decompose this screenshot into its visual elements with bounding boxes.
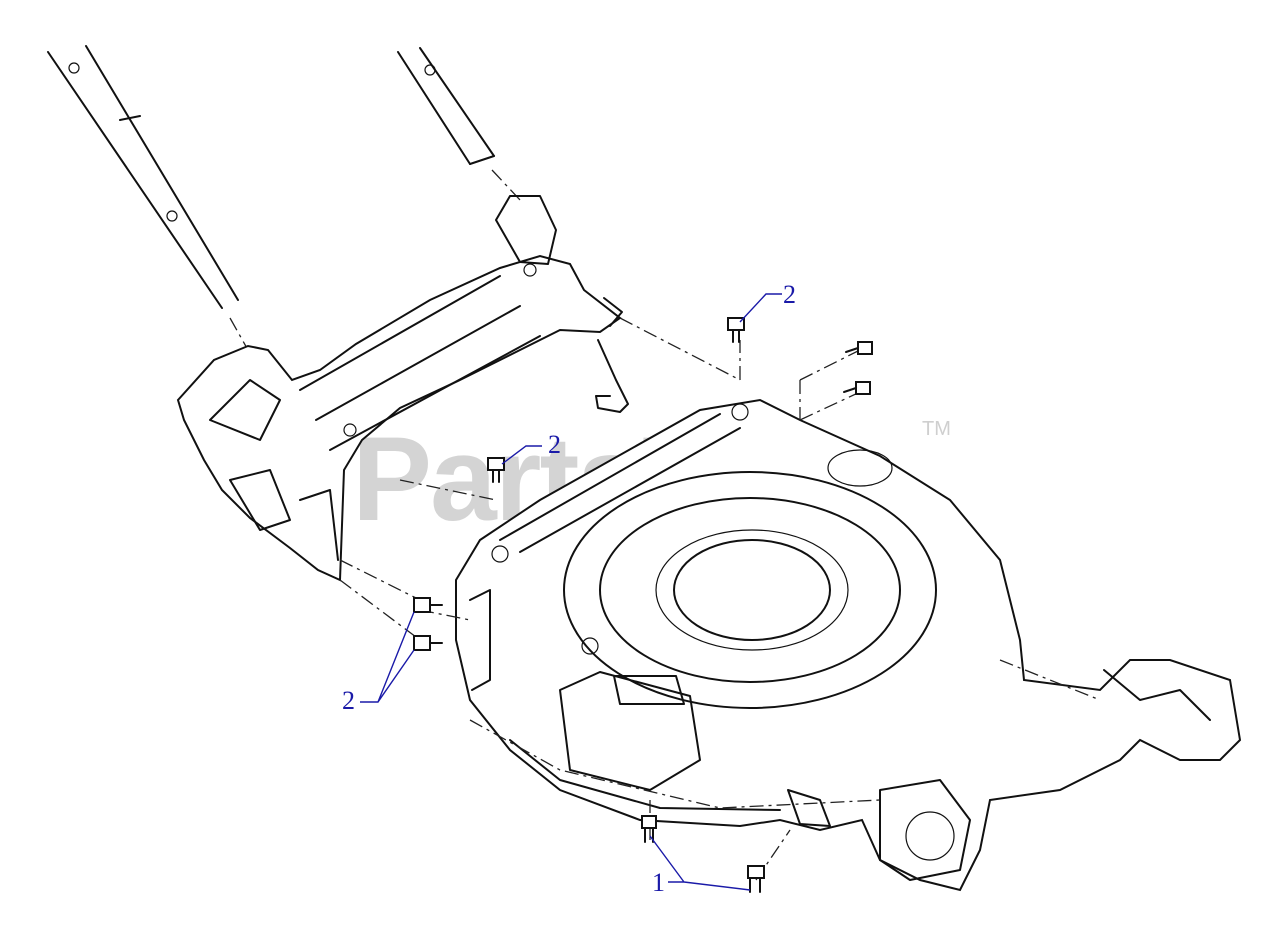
mower-deck [455,398,1242,892]
bolt-part-2-middle [487,457,505,483]
bolt-part-1-upper [641,815,657,843]
trademark: TM [922,418,951,440]
handle-tube-left [47,45,239,309]
leader-line-2-top [739,293,782,323]
callout-1: 1 [652,868,665,897]
bolt-part-2-top [727,317,745,343]
leader-line-2-left [360,611,415,703]
callout-2-left: 2 [342,686,355,715]
callout-2-middle: 2 [548,430,561,459]
bolt-part-2-left-lower [413,635,443,651]
handle-bracket-assembly [176,195,629,582]
callout-2-top: 2 [783,280,796,309]
bolt-right-lower [843,381,871,395]
bolt-part-1-lower [747,865,765,893]
leader-line-2-middle [501,445,542,465]
leader-line-1 [649,835,751,891]
bolt-part-2-left-upper [413,597,443,613]
bolt-right-upper [845,341,873,355]
